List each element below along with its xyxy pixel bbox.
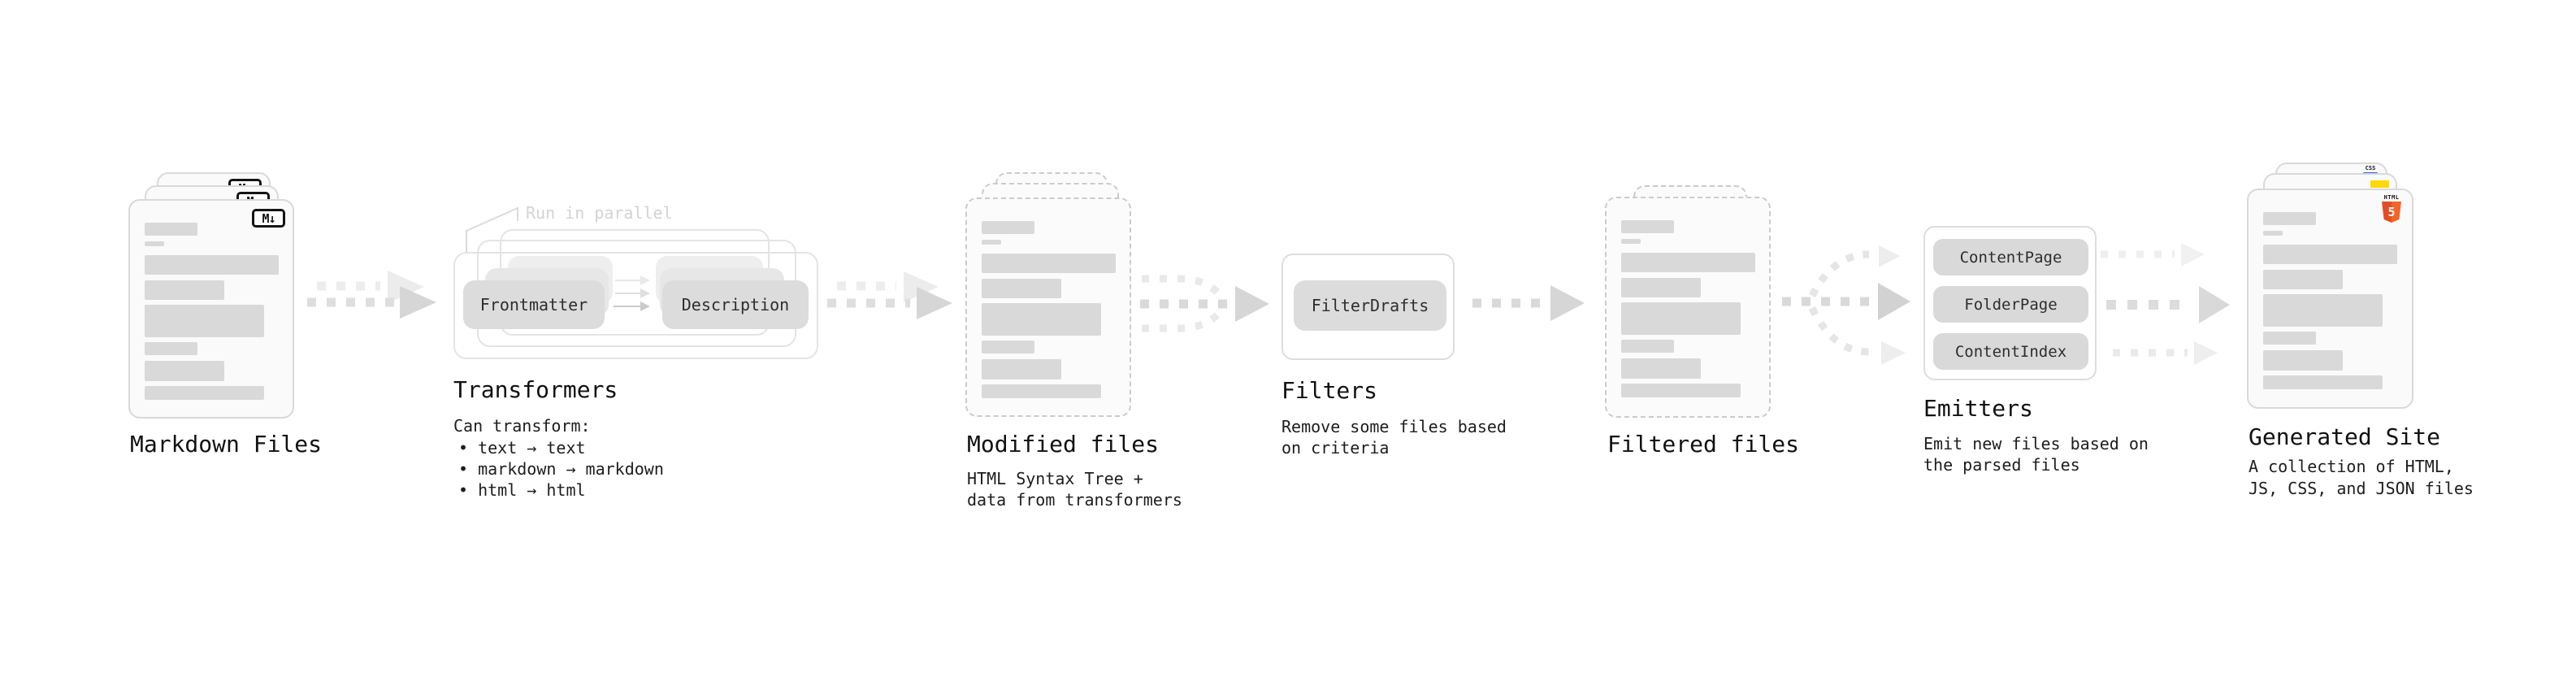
emitters-box: ContentPage FolderPage ContentIndex bbox=[1923, 226, 2097, 380]
text-line-placeholder bbox=[2263, 294, 2383, 327]
description-pill: Description bbox=[662, 280, 809, 329]
filters-title: Filters bbox=[1281, 377, 1378, 404]
text-line-placeholder bbox=[2263, 245, 2397, 264]
content-page-pill: ContentPage bbox=[1933, 239, 2088, 275]
transformers-bullet: • text → text bbox=[458, 438, 586, 458]
text-line-placeholder bbox=[1621, 239, 1641, 244]
generated-site-subtitle-line1: A collection of HTML, bbox=[2249, 457, 2454, 476]
content-index-pill: ContentIndex bbox=[1933, 333, 2088, 370]
text-line-placeholder bbox=[145, 386, 264, 400]
merge-bottom-path bbox=[1142, 306, 1225, 332]
transformers-title: Transformers bbox=[453, 376, 618, 403]
filtered-file-card bbox=[1605, 197, 1771, 418]
markdown-file-card: M↓ bbox=[128, 199, 294, 419]
transformers-bullet: • markdown → markdown bbox=[458, 459, 664, 479]
emitters-subtitle-line1: Emit new files based on bbox=[1923, 434, 2149, 453]
arrow-head bbox=[400, 286, 436, 319]
filters-subtitle-line2: on criteria bbox=[1281, 438, 1390, 458]
modified-files-subtitle-line1: HTML Syntax Tree + bbox=[967, 469, 1143, 488]
emitters-title: Emitters bbox=[1923, 395, 2033, 422]
text-line-placeholder bbox=[2263, 231, 2283, 236]
modified-files-title: Modified files bbox=[967, 431, 1160, 458]
merge-top-path bbox=[1142, 275, 1225, 301]
text-line-placeholder bbox=[982, 279, 1061, 298]
text-line-placeholder bbox=[145, 223, 197, 236]
text-line-placeholder bbox=[145, 361, 224, 381]
text-line-placeholder bbox=[145, 255, 279, 275]
text-line-placeholder bbox=[982, 340, 1034, 354]
filters-box: FilterDrafts bbox=[1281, 254, 1455, 360]
html5-icon: HTML 5 bbox=[2381, 194, 2402, 223]
text-line-placeholder bbox=[982, 221, 1034, 234]
text-line-placeholder bbox=[145, 305, 264, 337]
text-line-placeholder bbox=[1621, 220, 1674, 233]
text-line-placeholder bbox=[2263, 375, 2383, 389]
text-line-placeholder bbox=[1621, 340, 1674, 353]
js-icon bbox=[2370, 180, 2389, 188]
text-line-placeholder bbox=[1621, 358, 1701, 379]
text-line-placeholder bbox=[145, 280, 224, 300]
text-line-placeholder bbox=[1621, 302, 1741, 335]
filtered-files-title: Filtered files bbox=[1607, 431, 1800, 458]
modified-file-card bbox=[965, 197, 1131, 417]
text-line-placeholder bbox=[2263, 332, 2316, 345]
transformers-bullet: • html → html bbox=[458, 480, 586, 500]
text-line-placeholder bbox=[982, 359, 1061, 380]
html5-icon-label: HTML bbox=[2383, 194, 2400, 201]
filter-drafts-pill: FilterDrafts bbox=[1294, 280, 1446, 331]
text-line-placeholder bbox=[982, 384, 1101, 398]
text-line-placeholder bbox=[1621, 253, 1755, 272]
transformer-layer-front: Frontmatter Description bbox=[453, 252, 818, 359]
text-line-placeholder bbox=[982, 303, 1101, 336]
frontmatter-pill: Frontmatter bbox=[463, 280, 605, 329]
css-icon-label: CSS bbox=[2365, 165, 2376, 171]
text-line-placeholder bbox=[1621, 278, 1701, 297]
split-top-path bbox=[1808, 250, 1870, 298]
run-in-parallel-annotation: Run in parallel bbox=[526, 203, 673, 223]
arrow-head-ghost bbox=[388, 271, 424, 303]
filters-subtitle-line1: Remove some files based bbox=[1281, 417, 1507, 436]
text-line-placeholder bbox=[1621, 384, 1741, 397]
html5-icon-number: 5 bbox=[2387, 205, 2396, 219]
markdown-files-title: Markdown Files bbox=[130, 431, 323, 458]
text-line-placeholder bbox=[982, 254, 1116, 273]
text-line-placeholder bbox=[2263, 350, 2343, 371]
text-line-placeholder bbox=[145, 342, 197, 355]
emitters-subtitle-line2: the parsed files bbox=[1923, 455, 2080, 475]
split-bottom-path bbox=[1808, 306, 1870, 356]
transformers-desc-heading: Can transform: bbox=[453, 416, 591, 436]
modified-files-subtitle-line2: data from transformers bbox=[967, 490, 1182, 510]
html5-icon-shield: 5 bbox=[2382, 202, 2401, 223]
text-line-placeholder bbox=[982, 240, 1001, 245]
folder-page-pill: FolderPage bbox=[1933, 286, 2088, 323]
generated-file-card: HTML 5 bbox=[2247, 189, 2413, 409]
text-line-placeholder bbox=[2263, 212, 2316, 225]
text-line-placeholder bbox=[145, 241, 164, 246]
generated-site-subtitle-line2: JS, CSS, and JSON files bbox=[2249, 479, 2474, 498]
text-line-placeholder bbox=[2263, 270, 2343, 289]
markdown-icon: M↓ bbox=[252, 209, 285, 228]
generated-site-title: Generated Site bbox=[2249, 423, 2441, 450]
